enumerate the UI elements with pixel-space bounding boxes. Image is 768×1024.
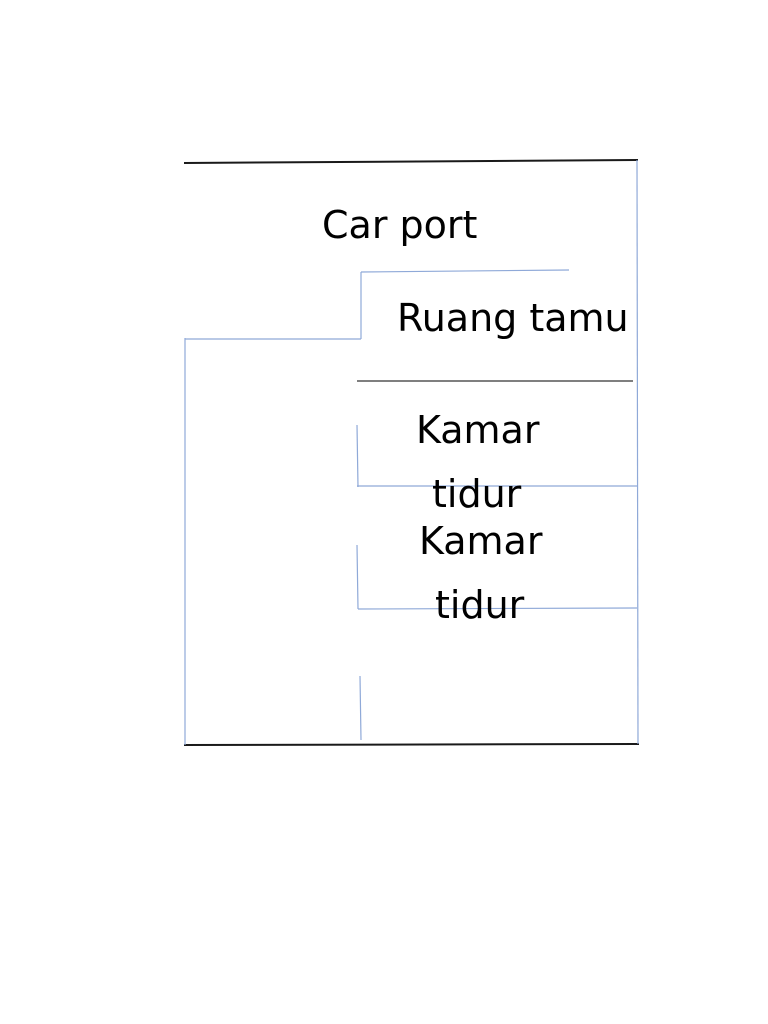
wall-bedroom2-left [356, 544, 359, 610]
room-label-bedroom-1: Kamar tidur [416, 398, 539, 526]
wall-bedroom1-left [356, 424, 359, 488]
bedroom-1-label-line-1: Kamar [416, 408, 540, 452]
room-label-bedroom-2: Kamar tidur [419, 509, 542, 637]
wall-right [636, 159, 639, 745]
wall-bottom [183, 743, 640, 746]
room-label-carport: Car port [322, 203, 478, 247]
wall-lower-left [359, 675, 362, 741]
wall-bedroom2-bottom [357, 607, 638, 610]
bedroom-2-label-line-1: Kamar [419, 519, 543, 563]
wall-living-top [360, 269, 570, 273]
bedroom-2-label-line-2: tidur [435, 583, 525, 627]
room-label-living-room: Ruang tamu [397, 296, 629, 340]
bedroom-1-label-line-2: tidur [432, 472, 522, 516]
wall-top [183, 159, 639, 164]
